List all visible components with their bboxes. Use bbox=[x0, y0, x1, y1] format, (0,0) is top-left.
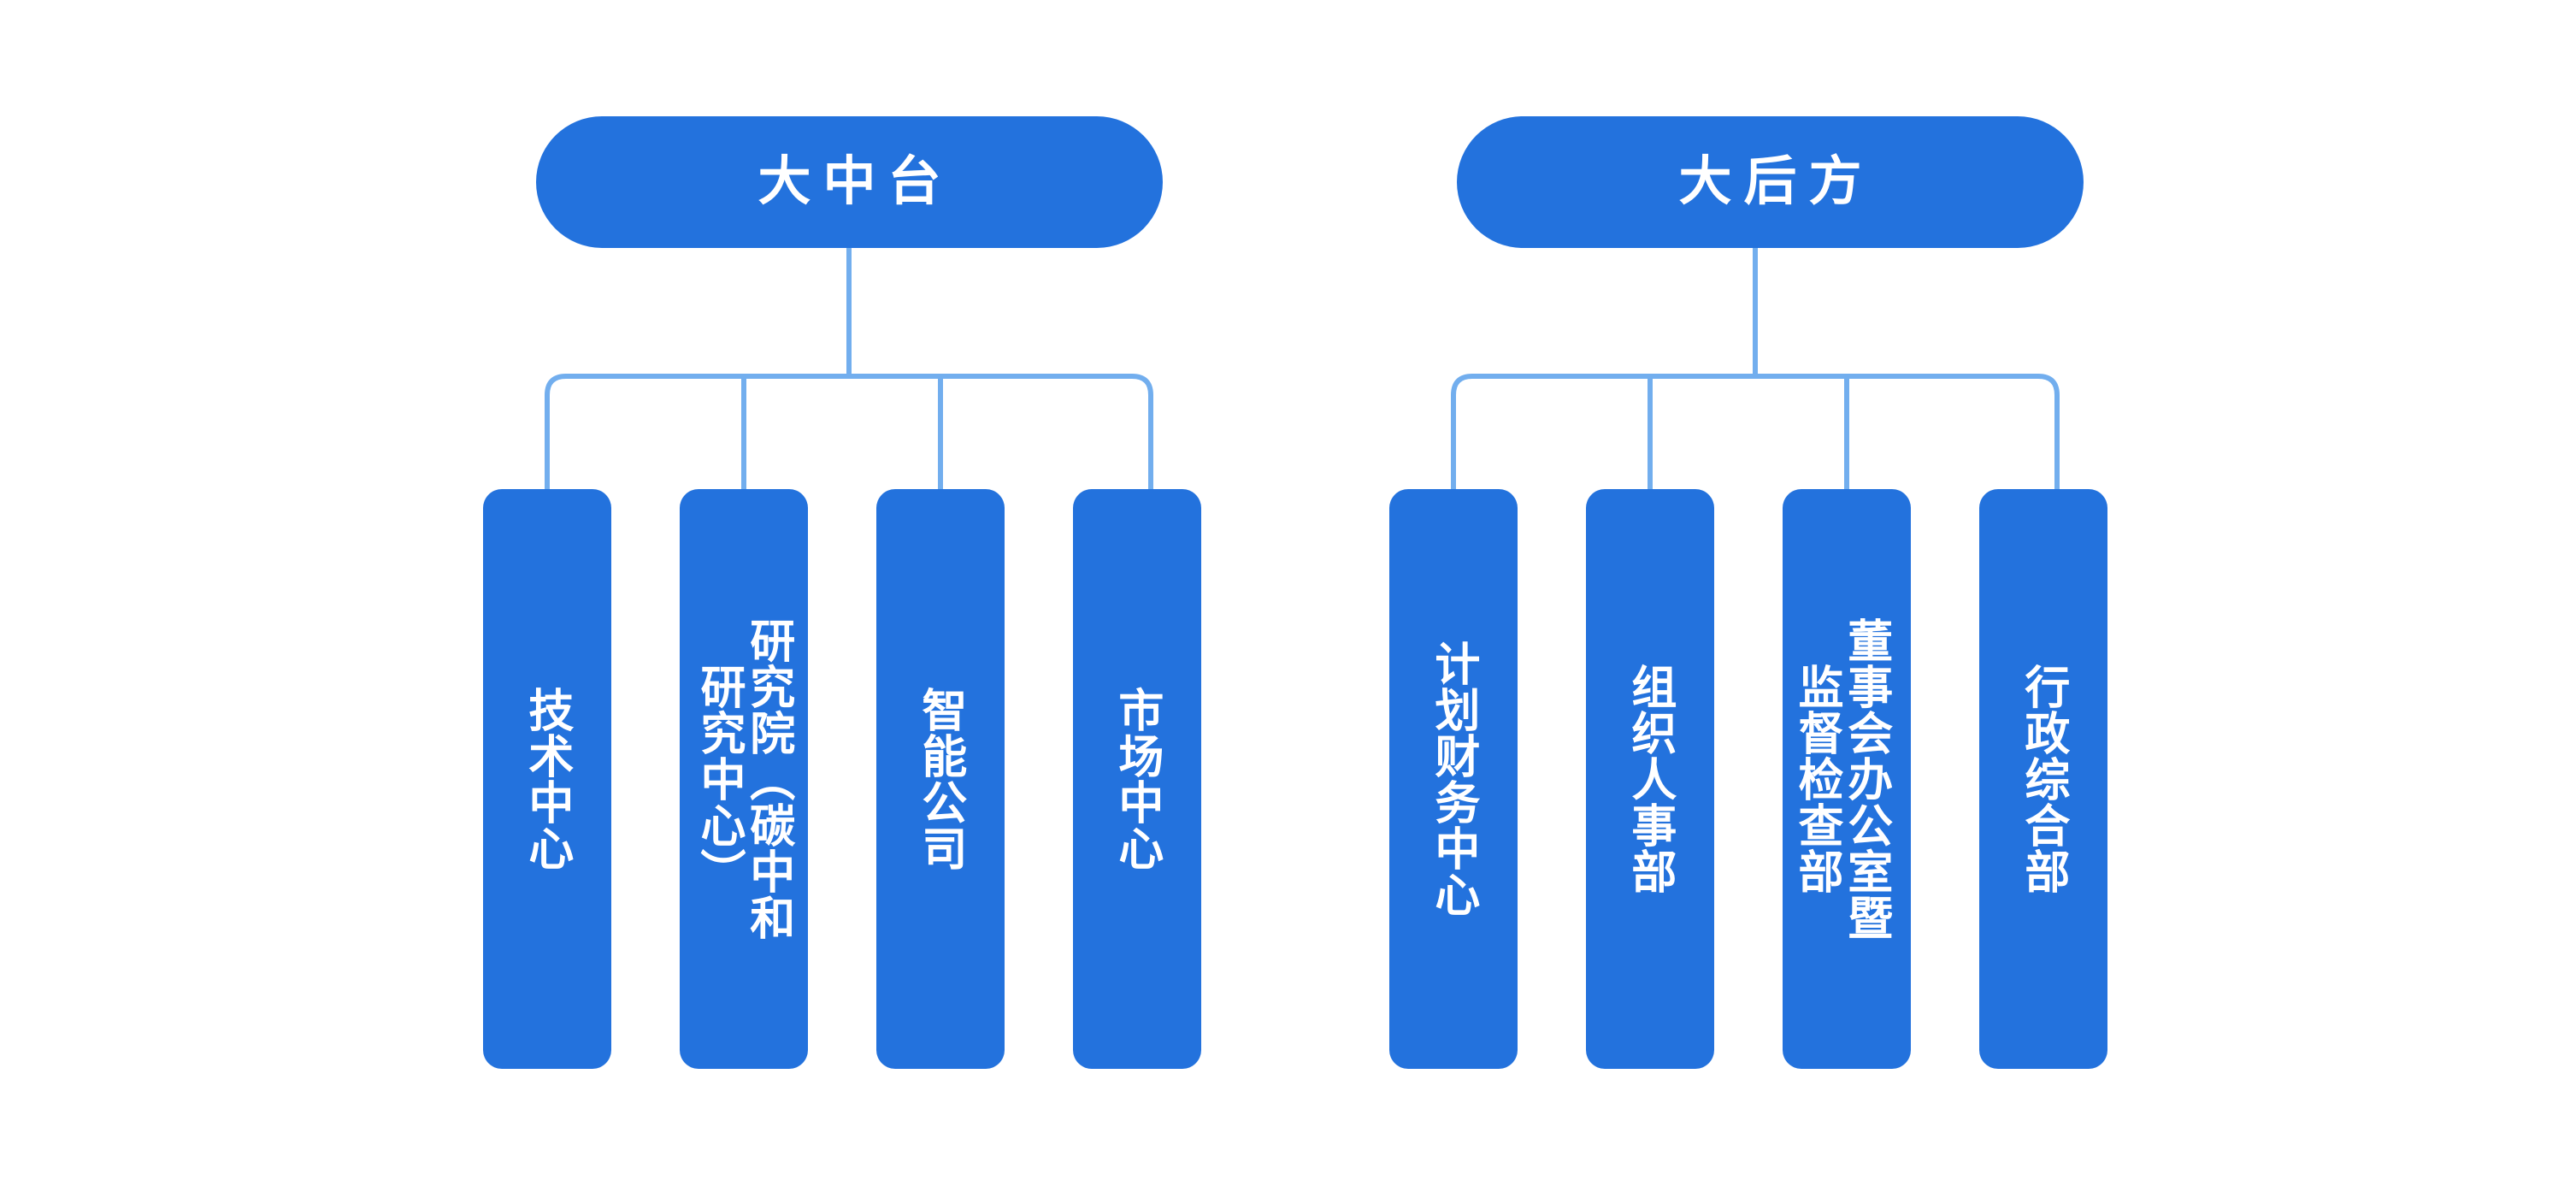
group-root-label: 大中台 bbox=[757, 152, 953, 211]
group-root-label: 大后方 bbox=[1678, 152, 1874, 211]
leaf-node-label: 市场中心 bbox=[1111, 687, 1163, 871]
leaf-node-label: 组织人事部 bbox=[1624, 664, 1676, 894]
group-root-da-zhong-tai[interactable]: 大中台 bbox=[536, 116, 1163, 248]
leaf-node-ji-hua-cai-wu-zhong-xin[interactable]: 计划财务中心 bbox=[1389, 489, 1518, 1069]
leaf-node-label: 董事会办公室暨监督检查部 bbox=[1792, 617, 1892, 941]
leaf-node-label: 研究院（碳中和研究中心） bbox=[694, 617, 794, 941]
leaf-node-ji-shu-zhong-xin[interactable]: 技术中心 bbox=[483, 489, 611, 1069]
leaf-node-label: 智能公司 bbox=[915, 687, 966, 871]
leaf-node-xing-zheng-zong-he-bu[interactable]: 行政综合部 bbox=[1979, 489, 2107, 1069]
leaf-node-dong-shi-hui-ban-gong-shi[interactable]: 董事会办公室暨监督检查部 bbox=[1783, 489, 1911, 1069]
leaf-node-label: 技术中心 bbox=[522, 687, 573, 871]
leaf-node-label: 计划财务中心 bbox=[1428, 640, 1479, 918]
leaf-node-zu-zhi-ren-shi-bu[interactable]: 组织人事部 bbox=[1586, 489, 1714, 1069]
connector-bus-group-1 bbox=[545, 374, 1153, 489]
group-root-da-hou-fang[interactable]: 大后方 bbox=[1457, 116, 2084, 248]
leaf-node-zhi-neng-gong-si[interactable]: 智能公司 bbox=[876, 489, 1005, 1069]
leaf-node-label: 行政综合部 bbox=[2018, 664, 2069, 894]
leaf-node-shi-chang-zhong-xin[interactable]: 市场中心 bbox=[1073, 489, 1201, 1069]
connector-bus-group-2 bbox=[1451, 374, 2060, 489]
leaf-node-yan-jiu-yuan[interactable]: 研究院（碳中和研究中心） bbox=[680, 489, 808, 1069]
